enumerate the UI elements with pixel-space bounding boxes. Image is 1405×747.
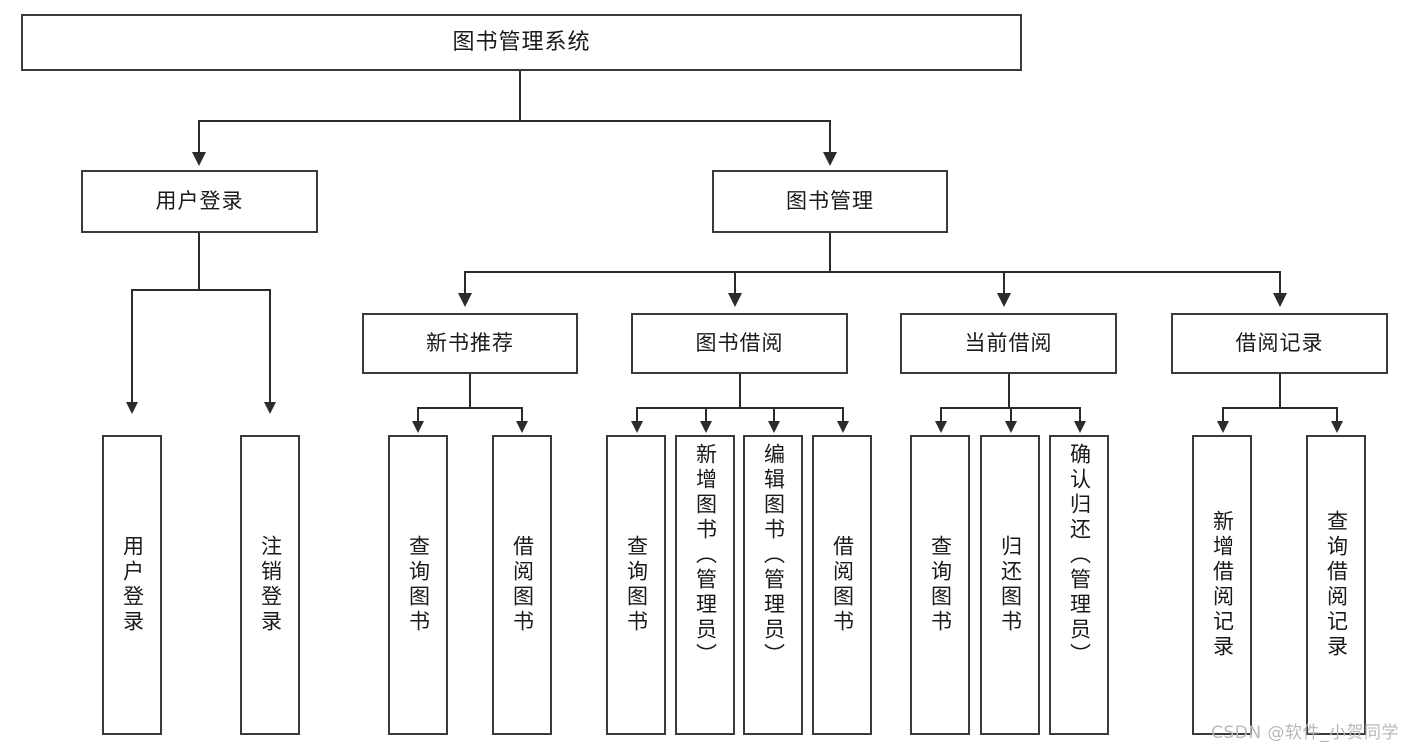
arrowhead-current-borrow	[997, 293, 1011, 307]
arrowhead-current-borrow-leaf-1	[1005, 421, 1017, 433]
node-label: 注销登录	[258, 535, 283, 635]
leaf-current-borrow-return-books[interactable]: 归还图书	[980, 435, 1040, 735]
connector-user-login-bus	[131, 289, 269, 291]
leaf-new-book-query-books[interactable]: 查询图书	[388, 435, 448, 735]
arrowhead-book-borrow-leaf-2	[768, 421, 780, 433]
connector-book-borrow-to-leaf-1	[705, 407, 707, 423]
node-book-management[interactable]: 图书管理	[712, 170, 948, 233]
arrowhead-book-borrow	[728, 293, 742, 307]
leaf-user-login-login[interactable]: 用户登录	[102, 435, 162, 735]
arrowhead-user-login	[192, 152, 206, 166]
connector-borrow-record-to-leaf-0	[1222, 407, 1224, 423]
arrowhead-book-borrow-leaf-1	[700, 421, 712, 433]
connector-current-borrow-trunk	[1008, 374, 1010, 407]
node-label: 查询图书	[624, 535, 649, 635]
connector-new-book-to-leaf-1	[521, 407, 523, 423]
node-label: 查询图书	[928, 535, 953, 635]
node-label: 图书管理	[786, 189, 874, 214]
leaf-book-borrow-query-books[interactable]: 查询图书	[606, 435, 666, 735]
arrowhead-book-borrow-leaf-0	[631, 421, 643, 433]
connector-book-mgmt-trunk	[829, 233, 831, 271]
node-label: 图书管理系统	[452, 29, 591, 55]
connector-user-login-to-leaf-1	[269, 289, 271, 404]
node-current-borrow[interactable]: 当前借阅	[900, 313, 1117, 374]
connector-book-borrow-to-leaf-0	[636, 407, 638, 423]
node-root-library-system[interactable]: 图书管理系统	[21, 14, 1022, 71]
connector-root-trunk	[519, 70, 521, 120]
node-label: 借阅图书	[830, 535, 855, 635]
leaf-current-borrow-query-books[interactable]: 查询图书	[910, 435, 970, 735]
leaf-book-borrow-edit-book-admin[interactable]: 编辑图书（管理员）	[743, 435, 803, 735]
connector-user-login-trunk	[198, 233, 200, 289]
leaf-borrow-record-add-record[interactable]: 新增借阅记录	[1192, 435, 1252, 735]
connector-current-borrow-to-leaf-2	[1079, 407, 1081, 423]
node-label: 借阅记录	[1235, 331, 1324, 356]
node-label: 用户登录	[120, 535, 145, 635]
connector-current-borrow-to-leaf-1	[1010, 407, 1012, 423]
connector-new-book-to-leaf-0	[417, 407, 419, 423]
arrowhead-borrow-record-leaf-0	[1217, 421, 1229, 433]
leaf-book-borrow-borrow-books[interactable]: 借阅图书	[812, 435, 872, 735]
arrowhead-book-borrow-leaf-3	[837, 421, 849, 433]
arrowhead-new-book-leaf-0	[412, 421, 424, 433]
connector-book-borrow-to-leaf-3	[842, 407, 844, 423]
arrowhead-borrow-record-leaf-1	[1331, 421, 1343, 433]
leaf-borrow-record-query-record[interactable]: 查询借阅记录	[1306, 435, 1366, 735]
node-user-login[interactable]: 用户登录	[81, 170, 318, 233]
arrowhead-book-mgmt	[823, 152, 837, 166]
arrowhead-current-borrow-leaf-2	[1074, 421, 1086, 433]
node-label: 新增借阅记录	[1210, 510, 1235, 660]
arrowhead-user-login-leaf-0	[126, 402, 138, 414]
arrowhead-user-login-leaf-1	[264, 402, 276, 414]
node-label: 借阅图书	[510, 535, 535, 635]
node-label: 当前借阅	[964, 331, 1053, 356]
connector-current-borrow-to-leaf-0	[940, 407, 942, 423]
connector-borrow-record-trunk	[1279, 374, 1281, 407]
connector-new-book-trunk	[469, 374, 471, 407]
leaf-user-login-logout[interactable]: 注销登录	[240, 435, 300, 735]
connector-book-borrow-trunk	[739, 374, 741, 407]
node-label: 图书借阅	[695, 331, 784, 356]
connector-book-borrow-bus	[636, 407, 844, 409]
connector-root-bus	[198, 120, 831, 122]
node-book-borrow[interactable]: 图书借阅	[631, 313, 848, 374]
arrowhead-current-borrow-leaf-0	[935, 421, 947, 433]
node-label: 编辑图书（管理员）	[761, 443, 786, 668]
connector-book-mgmt-to-current-borrow	[1003, 271, 1005, 295]
connector-book-mgmt-to-borrow-record	[1279, 271, 1281, 295]
node-label: 查询图书	[406, 535, 431, 635]
arrowhead-new-book	[458, 293, 472, 307]
connector-new-book-bus	[417, 407, 523, 409]
connector-book-mgmt-bus	[464, 271, 1281, 273]
connector-user-login-to-leaf-0	[131, 289, 133, 404]
node-label: 新增图书（管理员）	[693, 443, 718, 668]
leaf-current-borrow-confirm-return-admin[interactable]: 确认归还（管理员）	[1049, 435, 1109, 735]
connector-borrow-record-bus	[1222, 407, 1338, 409]
node-label: 查询借阅记录	[1324, 510, 1349, 660]
node-label: 新书推荐	[426, 331, 514, 356]
connector-book-borrow-to-leaf-2	[773, 407, 775, 423]
leaf-new-book-borrow-books[interactable]: 借阅图书	[492, 435, 552, 735]
connector-root-to-book-mgmt	[829, 120, 831, 154]
node-new-book-recommend[interactable]: 新书推荐	[362, 313, 578, 374]
connector-book-mgmt-to-new-book	[464, 271, 466, 295]
connector-root-to-user-login	[198, 120, 200, 154]
leaf-book-borrow-add-book-admin[interactable]: 新增图书（管理员）	[675, 435, 735, 735]
connector-borrow-record-to-leaf-1	[1336, 407, 1338, 423]
connector-book-mgmt-to-book-borrow	[734, 271, 736, 295]
node-label: 归还图书	[998, 535, 1023, 635]
arrowhead-new-book-leaf-1	[516, 421, 528, 433]
arrowhead-borrow-record	[1273, 293, 1287, 307]
node-label: 确认归还（管理员）	[1067, 443, 1092, 668]
node-borrow-record[interactable]: 借阅记录	[1171, 313, 1388, 374]
csdn-watermark: CSDN @软件_小贺同学	[1211, 723, 1399, 743]
node-label: 用户登录	[155, 189, 244, 214]
